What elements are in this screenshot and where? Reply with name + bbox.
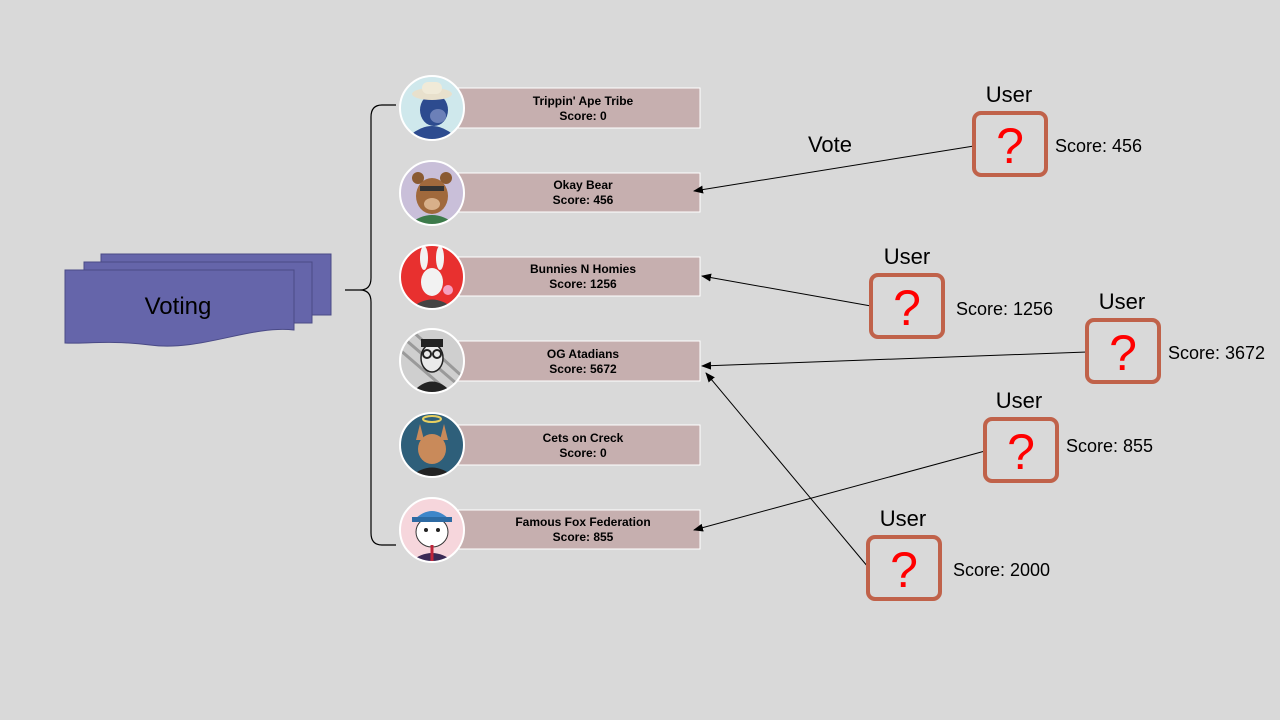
nft-name: Trippin' Ape Tribe <box>533 94 634 108</box>
nft-box <box>455 340 701 382</box>
user-title: User <box>996 388 1042 413</box>
user-node: User ? Score: 1256 <box>869 244 1053 339</box>
vote-label: Vote <box>808 132 852 157</box>
nft-name: Bunnies N Homies <box>530 262 636 276</box>
user-score: Score: 2000 <box>953 560 1050 580</box>
voting-stack: Voting <box>64 253 332 347</box>
vote-arrow <box>693 450 986 532</box>
user-score: Score: 1256 <box>956 299 1053 319</box>
nft-score: Score: 855 <box>553 530 614 544</box>
nft-item: Bunnies N Homies Score: 1256 <box>399 244 701 310</box>
user-title: User <box>880 506 926 531</box>
voting-doc-front <box>64 269 295 347</box>
vote-arrow <box>701 273 872 307</box>
user-node: User ? Score: 2000 <box>866 506 1050 601</box>
user-score: Score: 855 <box>1066 436 1153 456</box>
user-title: User <box>986 82 1032 107</box>
vote-arrow <box>693 145 975 194</box>
atadian-icon <box>400 329 464 393</box>
bear-icon <box>400 161 464 225</box>
nft-box <box>455 256 701 297</box>
nft-item: Trippin' Ape Tribe Score: 0 <box>399 75 701 141</box>
nft-score: Score: 0 <box>559 109 607 123</box>
vote-arrows <box>693 145 1088 568</box>
nft-item: Cets on Creck Score: 0 <box>399 412 701 478</box>
user-score: Score: 456 <box>1055 136 1142 156</box>
nft-avatar-ring <box>399 244 465 310</box>
fox-icon <box>400 498 464 562</box>
user-box <box>1085 318 1161 384</box>
nft-box <box>455 87 701 129</box>
question-mark-icon: ? <box>1007 424 1035 480</box>
vote-arrow <box>705 372 869 568</box>
nft-score: Score: 1256 <box>549 277 617 291</box>
nft-list: Trippin' Ape Tribe Score: 0 Okay Bear Sc… <box>399 75 701 563</box>
nft-name: Famous Fox Federation <box>515 515 650 529</box>
user-box <box>972 111 1048 177</box>
nft-score: Score: 456 <box>553 193 614 207</box>
voting-label: Voting <box>145 293 212 320</box>
user-node: User ? Score: 456 <box>972 82 1142 177</box>
nft-box <box>455 424 701 466</box>
user-score: Score: 3672 <box>1168 343 1265 363</box>
vote-arrow <box>701 351 1088 370</box>
user-box <box>983 417 1059 483</box>
nft-avatar-ring <box>399 75 465 141</box>
user-box <box>866 535 942 601</box>
user-list: User ? Score: 456 User ? Score: 1256 Use… <box>866 82 1265 601</box>
question-mark-icon: ? <box>890 542 918 598</box>
user-node: User ? Score: 855 <box>983 388 1153 483</box>
nft-avatar-ring <box>399 412 465 478</box>
nft-name: OG Atadians <box>547 347 620 361</box>
nft-box <box>455 172 701 213</box>
nft-avatar-ring <box>399 328 465 394</box>
bunny-icon <box>400 245 464 309</box>
user-title: User <box>1099 289 1145 314</box>
user-box <box>869 273 945 339</box>
nft-score: Score: 5672 <box>549 362 617 376</box>
user-title: User <box>884 244 930 269</box>
nft-score: Score: 0 <box>559 446 607 460</box>
question-mark-icon: ? <box>1109 325 1137 381</box>
nft-name: Okay Bear <box>553 178 613 192</box>
nft-name: Cets on Creck <box>543 431 624 445</box>
curly-brace <box>345 104 396 546</box>
cat-icon <box>400 413 464 477</box>
nft-item: Okay Bear Score: 456 <box>399 160 701 226</box>
nft-avatar-ring <box>399 160 465 226</box>
nft-item: Famous Fox Federation Score: 855 <box>399 497 701 563</box>
question-mark-icon: ? <box>996 118 1024 174</box>
nft-avatar-ring <box>399 497 465 563</box>
nft-item: OG Atadians Score: 5672 <box>399 328 701 394</box>
user-node: User ? Score: 3672 <box>1085 289 1265 384</box>
question-mark-icon: ? <box>893 280 921 336</box>
